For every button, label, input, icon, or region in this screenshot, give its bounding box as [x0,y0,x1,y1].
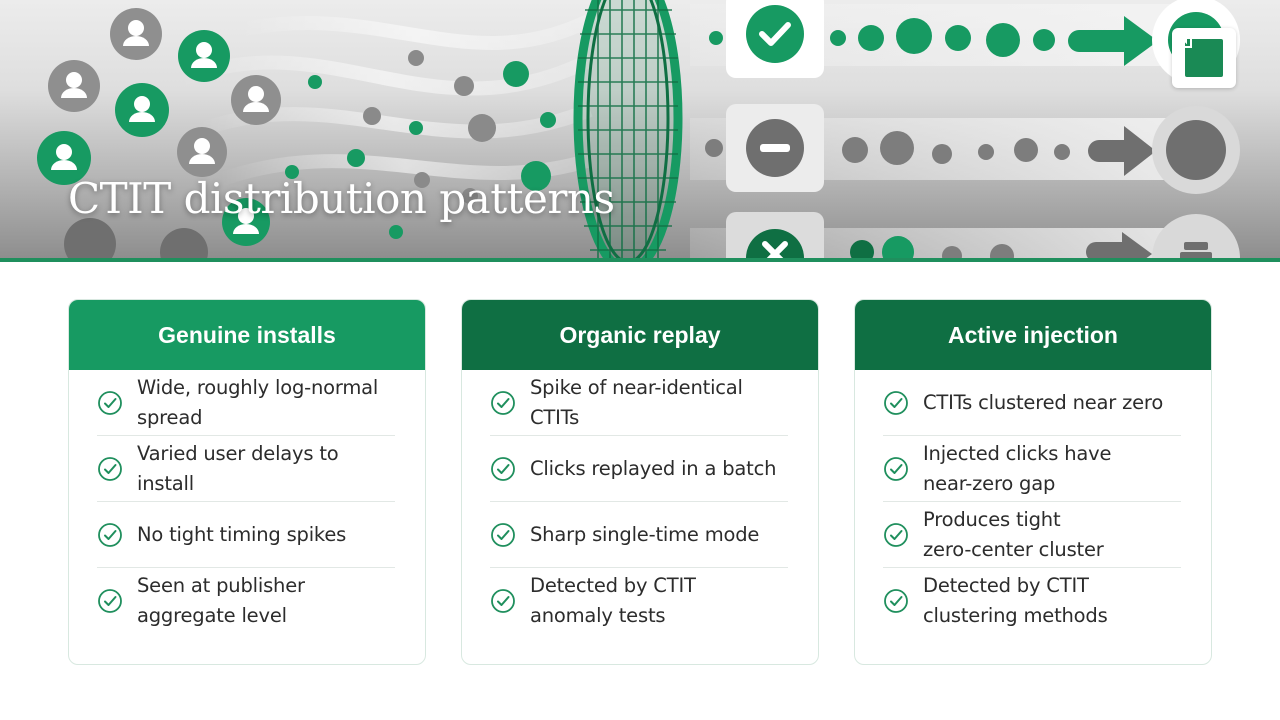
list-item: Sharp single-time mode [490,502,788,568]
person-icon [177,127,227,177]
person-icon [48,60,100,112]
card-header: Organic replay [462,300,818,370]
card-header: Genuine installs [69,300,425,370]
card-header: Active injection [855,300,1211,370]
list-item-text: Sharp single-time mode [530,520,759,550]
green-trail [709,18,1055,57]
list-item-line: Detected by CTIT [530,574,696,597]
check-circle-icon [491,589,515,613]
list-item: Varied user delays to install [97,436,395,502]
arrow-right-icon [1068,16,1158,66]
list-item: Detected by CTIT clustering methods [883,568,1181,634]
minus-tile [726,104,824,192]
arrow-right-icon [1088,126,1156,176]
list-item-line: Spike of near-identical [530,375,743,399]
page-title: CTIT distribution patterns [68,174,615,223]
hero-divider [0,258,1280,262]
list-item-text: Injected clicks have near-zero gap [923,439,1111,499]
check-circle-icon [884,456,908,481]
list-item-line: Wide, roughly log-normal [137,375,379,399]
list-item-line: zero-center cluster [923,537,1104,561]
list-item-line: near-zero gap [923,471,1056,495]
list-item-line: anomaly tests [530,604,666,627]
check-circle-icon [491,456,515,481]
person-icon [110,8,162,60]
list-item-line: CTITs clustered near zero [923,390,1164,414]
card-genuine-installs: Genuine installs Wide, roughly log-norma… [68,299,426,665]
flow-dots [285,50,556,239]
person-icon [231,75,281,125]
close-tile [726,212,824,258]
list-item-line: clustering methods [923,604,1108,627]
list-item: Wide, roughly log-normal spread [97,370,395,436]
hero-banner: CTIT distribution patterns [0,0,1280,258]
list-item-text: Clicks replayed in a batch [530,454,776,484]
dark-trail [850,236,1014,258]
check-circle-icon [98,390,122,415]
list-item-text: Seen at publisher aggregate level [137,571,305,631]
check-circle-icon [884,390,908,415]
list-item-line: Clicks replayed in a batch [530,456,777,480]
check-icon [759,22,791,46]
check-circle-icon [491,522,515,547]
list-item-line: aggregate level [137,604,287,627]
brand-logo [1172,28,1236,88]
person-icon [222,198,270,246]
list-item-line: Varied user delays to [137,441,339,465]
list-item-line: Injected clicks have [923,441,1112,465]
person-icon [37,131,91,185]
status-tiles [726,0,824,258]
hero-illustration [37,0,1240,258]
check-circle-icon [884,589,908,613]
list-item: Detected by CTIT anomaly tests [490,568,788,634]
list-item-text: No tight timing spikes [137,520,346,550]
check-circle-icon [98,522,122,547]
filter-funnel-icon [573,0,683,258]
person-icon [64,218,116,258]
list-item-line: CTITs [530,405,580,429]
list-item-line: Sharp single-time mode [530,522,760,546]
list-item-text: Detected by CTIT anomaly tests [530,571,696,631]
check-circle-icon [884,522,908,547]
check-circle-icon [98,589,122,613]
list-item-line: spread [137,405,203,429]
minus-icon [760,144,790,152]
list-item-line: Detected by CTIT [923,574,1089,597]
list-item-line: install [137,471,194,495]
check-tile [726,0,824,78]
check-circle-icon [98,456,122,481]
list-item-text: Detected by CTIT clustering methods [923,571,1108,631]
list-item-text: CTITs clustered near zero [923,388,1163,418]
list-item-text: Varied user delays to install [137,439,339,499]
list-item-text: Wide, roughly log-normal spread [137,373,378,433]
list-item: Clicks replayed in a batch [490,436,788,502]
close-icon [762,241,788,258]
list-item-line: Seen at publisher [137,574,305,597]
list-item-line: Produces tight [923,507,1061,531]
list-item-text: Produces tight zero-center cluster [923,505,1104,565]
list-item-line: No tight timing spikes [137,522,347,546]
check-circle-icon [491,390,515,415]
list-item: Injected clicks have near-zero gap [883,436,1181,502]
list-item: CTITs clustered near zero [883,370,1181,436]
gray-trail [705,131,1070,165]
user-avatars [37,8,281,258]
trash-icon [1180,242,1212,258]
list-item: Produces tight zero-center cluster [883,502,1181,568]
list-item: No tight timing spikes [97,502,395,568]
person-icon [178,30,230,82]
person-icon [160,228,208,258]
brand-logo-icon [1174,30,1223,77]
list-item: Seen at publisher aggregate level [97,568,395,634]
person-icon [115,83,169,137]
card-active-injection: Active injection CTITs clustered near ze… [854,299,1212,665]
arrow-right-icon [1086,232,1152,258]
